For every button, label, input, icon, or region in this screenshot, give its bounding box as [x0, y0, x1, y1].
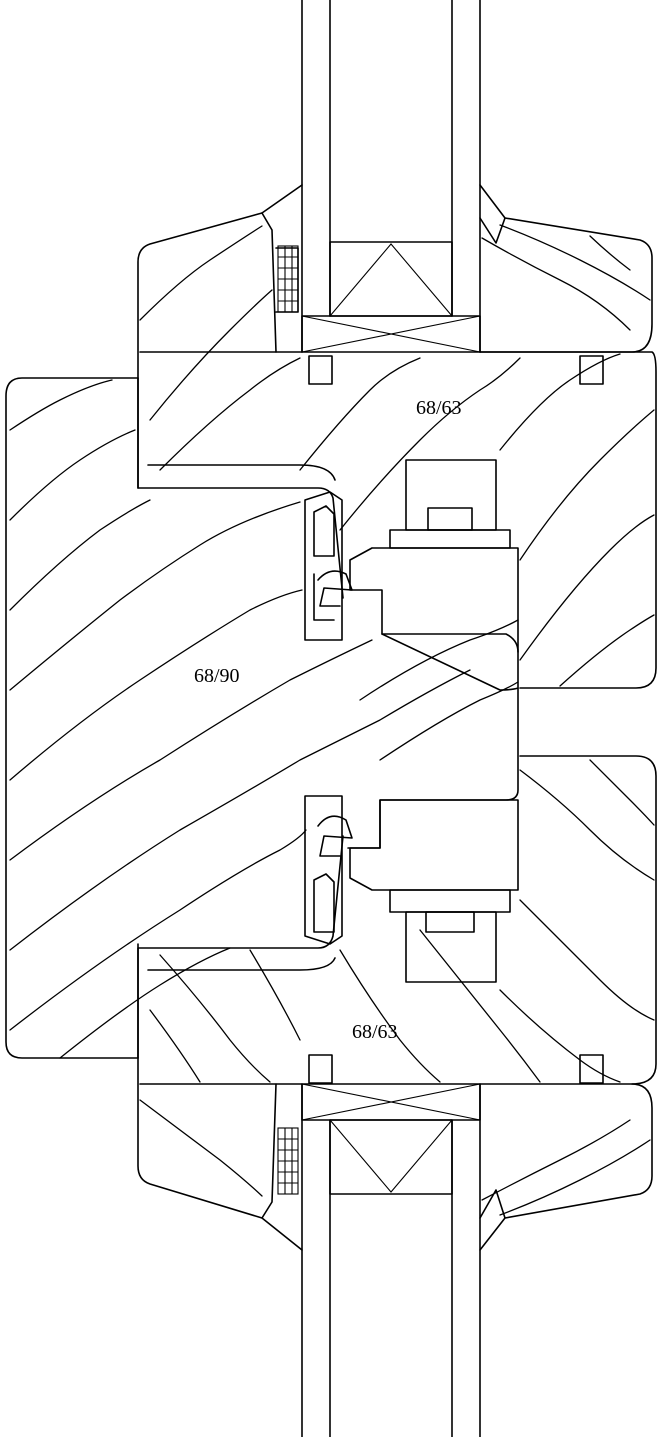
lower-spacer — [329, 1119, 453, 1195]
upper-seal-grid — [277, 245, 299, 313]
upper-sash-label: 68/63 — [416, 397, 462, 419]
wood-grain — [9, 224, 655, 1216]
upper-sash-profile — [137, 184, 657, 689]
lower-setting-block — [301, 1083, 481, 1121]
upper-glazing — [301, 0, 481, 353]
lower-glazing — [301, 1083, 481, 1437]
frame-profile — [5, 377, 139, 1059]
upper-setting-block — [301, 315, 481, 353]
upper-spacer — [329, 241, 453, 317]
lower-sash-label: 68/63 — [352, 1021, 398, 1043]
upper-hardware — [304, 459, 519, 691]
lower-sash-profile — [137, 755, 657, 1251]
lower-hardware — [304, 795, 519, 983]
frame-label: 68/90 — [194, 665, 240, 687]
lower-seal-grid — [277, 1127, 299, 1195]
frame-core — [347, 633, 519, 849]
